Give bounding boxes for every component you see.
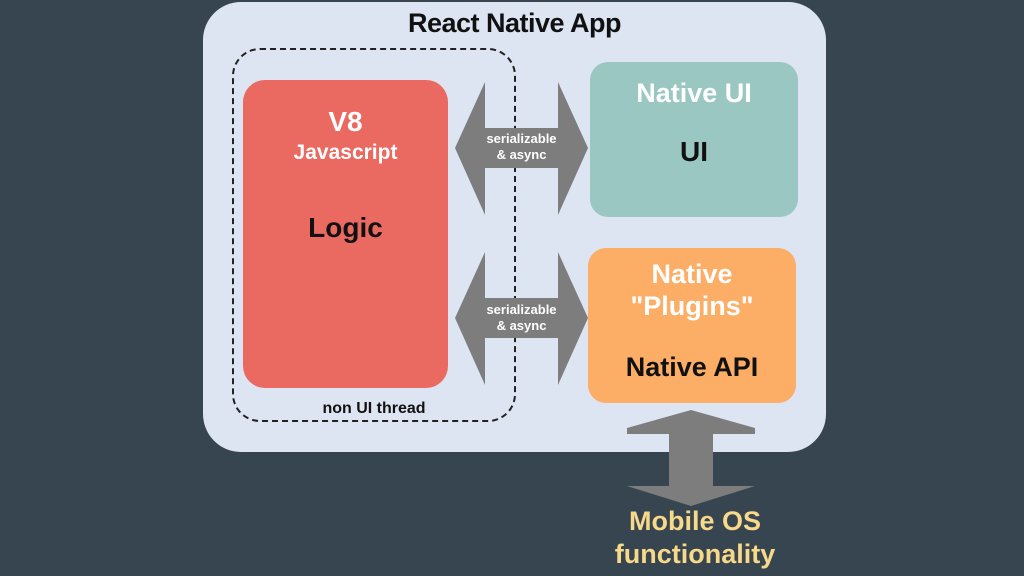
native-ui-title: Native UI: [636, 78, 752, 108]
native-api-os-arrow: [627, 410, 755, 506]
native-plugins-title-line2: "Plugins": [630, 291, 754, 321]
serializable-async-arrow-top: serializable & async: [455, 82, 588, 215]
native-plugins-box: Native "Plugins" Native API: [588, 248, 796, 403]
double-arrow-icon: [455, 82, 588, 215]
top-arrow-label-line1: serializable: [486, 131, 557, 146]
app-title: React Native App: [407, 8, 622, 38]
v8-javascript-box: V8 Javascript Logic: [243, 80, 448, 388]
native-api-label: Native API: [625, 352, 759, 382]
bottom-arrow-label-line1: serializable: [486, 302, 557, 317]
bottom-arrow-label-line2: & async: [496, 318, 547, 333]
double-arrow-icon: [455, 252, 588, 385]
mobile-os-label: Mobile OS functionality: [560, 505, 830, 571]
bottom-arrow-label: serializable & async: [455, 302, 588, 334]
native-plugins-title: Native "Plugins": [588, 258, 796, 322]
vertical-double-arrow-icon: [627, 410, 755, 506]
serializable-async-arrow-bottom: serializable & async: [455, 252, 588, 385]
v8-subtitle: Javascript: [293, 141, 398, 164]
top-arrow-label: serializable & async: [455, 131, 588, 163]
mobile-os-line2: functionality: [614, 539, 776, 569]
v8-logic-label: Logic: [308, 212, 383, 243]
native-plugins-title-line1: Native: [651, 259, 733, 289]
v8-title: V8: [328, 106, 363, 137]
non-ui-thread-boundary: [232, 48, 516, 422]
non-ui-thread-label: non UI thread: [322, 400, 426, 417]
native-ui-box: Native UI UI: [590, 62, 798, 217]
top-arrow-label-line2: & async: [496, 147, 547, 162]
native-ui-label: UI: [680, 136, 708, 167]
mobile-os-line1: Mobile OS: [628, 506, 761, 536]
